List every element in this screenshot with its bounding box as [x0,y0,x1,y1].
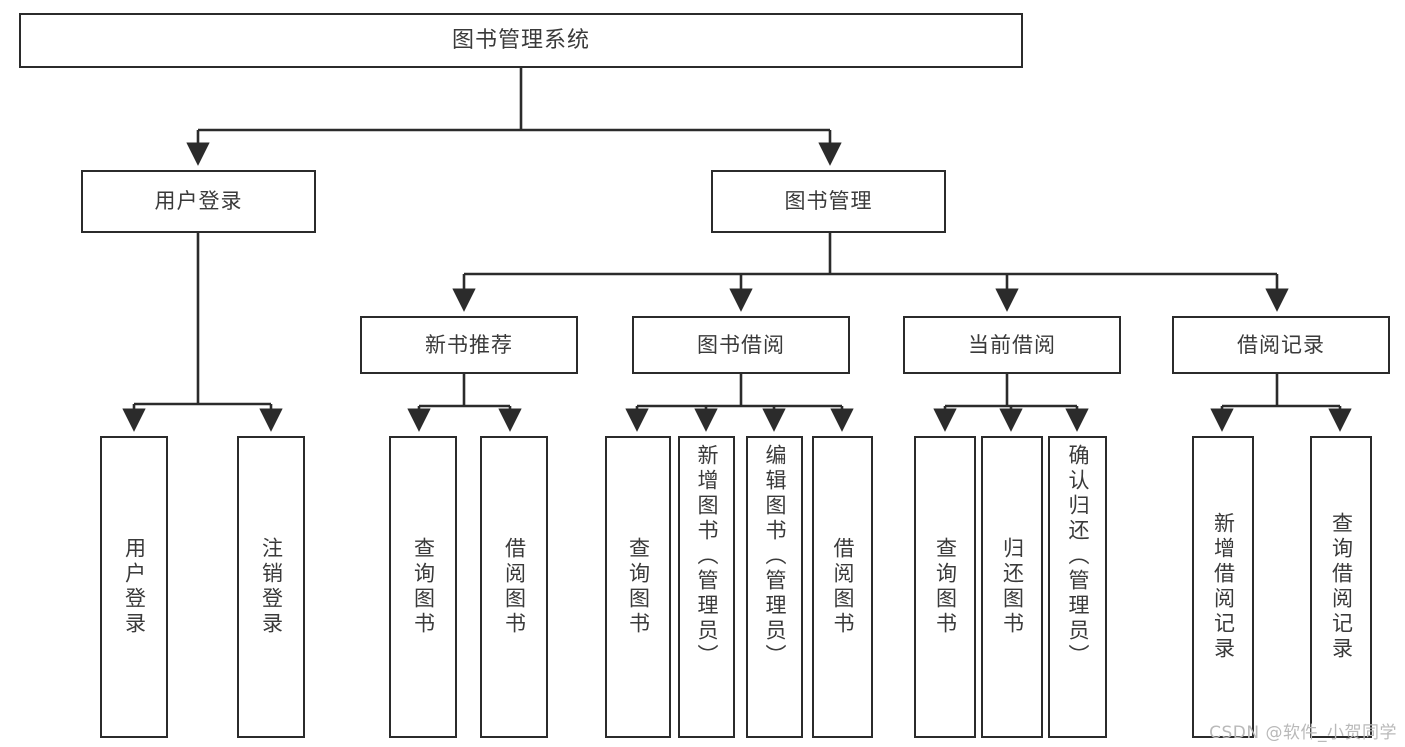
node-book-manage[interactable]: 图书管理 [711,170,946,233]
node-leaf-query-borrow-record[interactable]: 查询借阅记录 [1310,436,1372,738]
node-leaf-user-login-label: 用户登录 [122,537,147,637]
node-borrow-record-label: 借阅记录 [1237,332,1325,357]
node-leaf-query-book-recommend[interactable]: 查询图书 [389,436,457,738]
node-leaf-borrow-book-recommend[interactable]: 借阅图书 [480,436,548,738]
node-root[interactable]: 图书管理系统 [19,13,1023,68]
node-user-login[interactable]: 用户登录 [81,170,316,233]
node-leaf-query-book-current-label: 查询图书 [933,537,958,637]
node-book-borrow[interactable]: 图书借阅 [632,316,850,374]
node-root-label: 图书管理系统 [451,27,590,53]
node-user-login-label: 用户登录 [154,189,243,214]
node-leaf-borrow-book-recommend-label: 借阅图书 [502,537,527,637]
node-leaf-return-book[interactable]: 归还图书 [981,436,1043,738]
node-leaf-edit-book[interactable]: 编辑图书（管理员） [746,436,803,738]
node-leaf-query-book-borrow[interactable]: 查询图书 [605,436,671,738]
node-leaf-user-logout-label: 注销登录 [259,537,284,637]
node-leaf-return-book-label: 归还图书 [1000,537,1025,637]
node-new-book-recommendation[interactable]: 新书推荐 [360,316,578,374]
node-leaf-user-login[interactable]: 用户登录 [100,436,168,738]
node-book-manage-label: 图书管理 [784,189,873,214]
node-leaf-add-book[interactable]: 新增图书（管理员） [678,436,735,738]
node-leaf-query-book-borrow-label: 查询图书 [626,537,651,637]
node-leaf-query-book-current[interactable]: 查询图书 [914,436,976,738]
node-leaf-borrow-book-label: 借阅图书 [831,537,855,637]
node-leaf-confirm-return-label: 确认归还（管理员） [1066,444,1090,669]
node-leaf-query-borrow-record-label: 查询借阅记录 [1329,512,1354,662]
node-leaf-user-logout[interactable]: 注销登录 [237,436,305,738]
node-borrow-record[interactable]: 借阅记录 [1172,316,1390,374]
node-new-book-recommendation-label: 新书推荐 [425,332,513,357]
node-leaf-add-borrow-record[interactable]: 新增借阅记录 [1192,436,1254,738]
node-book-borrow-label: 图书借阅 [697,332,785,357]
node-current-borrow[interactable]: 当前借阅 [903,316,1121,374]
node-leaf-confirm-return[interactable]: 确认归还（管理员） [1048,436,1107,738]
node-leaf-add-book-label: 新增图书（管理员） [695,444,719,669]
node-leaf-borrow-book[interactable]: 借阅图书 [812,436,873,738]
node-leaf-add-borrow-record-label: 新增借阅记录 [1211,512,1236,662]
node-leaf-query-book-recommend-label: 查询图书 [411,537,436,637]
node-leaf-edit-book-label: 编辑图书（管理员） [763,444,787,669]
node-current-borrow-label: 当前借阅 [968,332,1056,357]
watermark-text: CSDN @软件_小贺同学 [1209,723,1397,743]
